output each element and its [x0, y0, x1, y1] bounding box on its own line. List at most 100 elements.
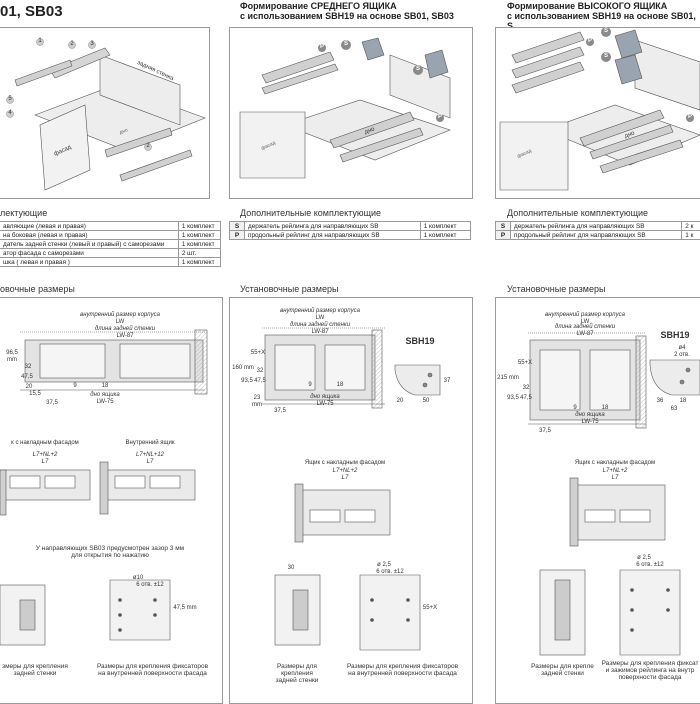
col2-sbh-w2: 50 — [420, 398, 432, 405]
col3-back-mount-line1: Размеры для крепле — [525, 663, 600, 670]
col1-h2: 32 — [22, 364, 34, 371]
col3-sbh19-model: SBH19 — [650, 332, 700, 339]
col2-h5: 23 mm — [248, 395, 266, 409]
col3-sbh-hole: ø4 — [675, 345, 689, 352]
col2-front-mount-caption: Размеры для крепления фиксаторов на внут… — [335, 663, 470, 677]
col2-sbh-h1: 37 — [442, 378, 452, 385]
col1-l7-2: L7 — [105, 459, 195, 466]
col1-overlay-caption: к с накладным фасадом — [0, 440, 90, 447]
col1-hole-d: ø10 — [128, 575, 148, 582]
col2-sbh-w1: 20 — [395, 398, 405, 405]
col2-cabinet-wall — [372, 330, 382, 408]
col2-sbh19-model: SBH19 — [395, 338, 445, 345]
callout-2: 2 — [69, 41, 75, 48]
col2-w1: 37,5 — [270, 408, 290, 415]
col1-w2: 9 — [70, 383, 80, 390]
col1-back-val: LW-87 — [80, 333, 170, 340]
col2-bottom-val: LW-75 — [295, 401, 355, 408]
col3-front-mount-line1: Размеры для крепления фиксат — [600, 660, 700, 667]
col1-w3: 18 — [100, 383, 110, 390]
col1-note-line2: для открытия по нажатию — [0, 552, 220, 559]
col1-h6: 47,5 mm — [170, 605, 200, 612]
col3-marker-p2: P — [686, 114, 694, 121]
col1-lw: LW — [65, 319, 175, 326]
col2-h4: 93,5 — [240, 378, 254, 385]
col2-marker-s1: S — [342, 41, 350, 48]
col3-cabinet-wall — [636, 336, 646, 428]
col3-back-title: длина задней стенки — [540, 324, 630, 331]
col2-bottom-title: дно ящика — [295, 394, 355, 401]
col3-h1: 55+X — [517, 360, 533, 367]
col3-marker-p1: P — [586, 38, 594, 45]
col3-front-mount-line3: поверхности фасада — [600, 674, 700, 681]
col1-front-mount-line2: на внутренней поверхности фасада — [85, 670, 220, 677]
col3-sbh-hole2: 2 отв. — [672, 352, 692, 359]
col1-h3: 47,5 — [20, 374, 34, 381]
col3-hole-d: ø 2,5 — [632, 555, 656, 562]
callout-2b: 2 — [145, 143, 151, 150]
callout-5: 5 — [7, 96, 13, 103]
col1-back-title: длина задней стенки — [80, 326, 170, 333]
col2-back-mount-line2: задней стенки — [262, 677, 332, 684]
col1-hole-depth: 6 отв. ±12 — [130, 582, 170, 589]
col1-h5: 15,5 — [26, 391, 44, 398]
col3-sbh19-detail — [650, 360, 700, 395]
col3-back-mount-caption: Размеры для крепле задней стенки — [525, 663, 600, 677]
col1-l7: L7 — [0, 459, 90, 466]
col3-lw-title: внутренний размер корпуса — [530, 312, 640, 319]
callout-4: 4 — [7, 110, 13, 117]
col3-marker-s2: S — [602, 53, 610, 60]
col2-hole-d: ø 2,5 — [372, 562, 396, 569]
col2-h2: 32 — [254, 368, 266, 375]
col1-w1: 37,5 — [42, 400, 62, 407]
col1-back-mount-caption: змеры для крепления задней стенки — [0, 663, 70, 677]
col3-w2: 9 — [570, 405, 580, 412]
col1-h4: 20 — [24, 384, 34, 391]
col3-front-mount-line2: и зажимов рейлинга на внутр — [600, 667, 700, 674]
col1-inner-caption: Внутренний ящик — [105, 440, 195, 447]
col2-h3: 47,5 — [254, 378, 266, 385]
col3-l7-overlay: L7+NL+2 — [560, 468, 670, 475]
col3-h4: 93,5 — [506, 395, 520, 402]
col1-l7-overlay: L7+NL+2 — [0, 452, 90, 459]
col2-front-mount — [360, 575, 420, 650]
col1-h1: 96,5 mm — [2, 350, 22, 364]
col2-hole-depth: 6 отв. ±12 — [370, 569, 410, 576]
col3-sbh-w1: 36 — [655, 398, 665, 405]
col1-front-mount-caption: Размеры для крепления фиксаторов на внут… — [85, 663, 220, 677]
col1-note-line1: У направляющих SB03 предусмотрен зазор 3… — [0, 545, 220, 552]
callout-3: 3 — [89, 41, 95, 48]
col2-back-val: LW-87 — [275, 329, 365, 336]
col3-back-mount-line2: задней стенки — [525, 670, 600, 677]
col3-marker-s1: S — [602, 28, 610, 35]
col1-front-mount-line1: Размеры для крепления фиксаторов — [85, 663, 220, 670]
col2-front-mount-line2: на внутренней поверхности фасада — [335, 670, 470, 677]
col3-sbh-w3: 63 — [668, 406, 680, 413]
col2-back-mount-line1: Размеры для крепления — [262, 663, 332, 677]
col1-lw-title: внутренний размер корпуса — [65, 312, 175, 319]
col3-bottom-val: LW-75 — [560, 419, 620, 426]
col1-note: У направляющих SB03 предусмотрен зазор 3… — [0, 545, 220, 559]
col3-sbh-w2: 18 — [678, 398, 688, 405]
col3-overlay-caption: Ящик с накладным фасадом — [560, 460, 670, 467]
col2-back-mount-caption: Размеры для крепления задней стенки — [262, 663, 332, 684]
col2-h1: 55+X — [250, 350, 266, 357]
col3-w3: 18 — [600, 405, 610, 412]
col3-bottom-title: дно ящика — [560, 412, 620, 419]
col1-cabinet-wall — [195, 330, 207, 394]
col2-l7: L7 — [290, 475, 400, 482]
col3-back-val: LW-87 — [540, 331, 630, 338]
col2-marker-p2: P — [436, 114, 444, 121]
callout-1: 1 — [37, 38, 43, 45]
col1-bottom-val: LW-75 — [75, 399, 135, 406]
col2-marker-s2: S — [414, 66, 422, 73]
col1-l7-inner: L7+NL+12 — [105, 452, 195, 459]
col2-front-mount-line1: Размеры для крепления фиксаторов — [335, 663, 470, 670]
col3-w1: 37,5 — [535, 428, 555, 435]
col3-hole-depth: 6 отв. ±12 — [630, 562, 670, 569]
col1-back-mount-line2: задней стенки — [0, 670, 70, 677]
col3-l7: L7 — [560, 475, 670, 482]
col1-back-mount-line1: змеры для крепления — [0, 663, 70, 670]
col2-w2: 9 — [305, 382, 315, 389]
